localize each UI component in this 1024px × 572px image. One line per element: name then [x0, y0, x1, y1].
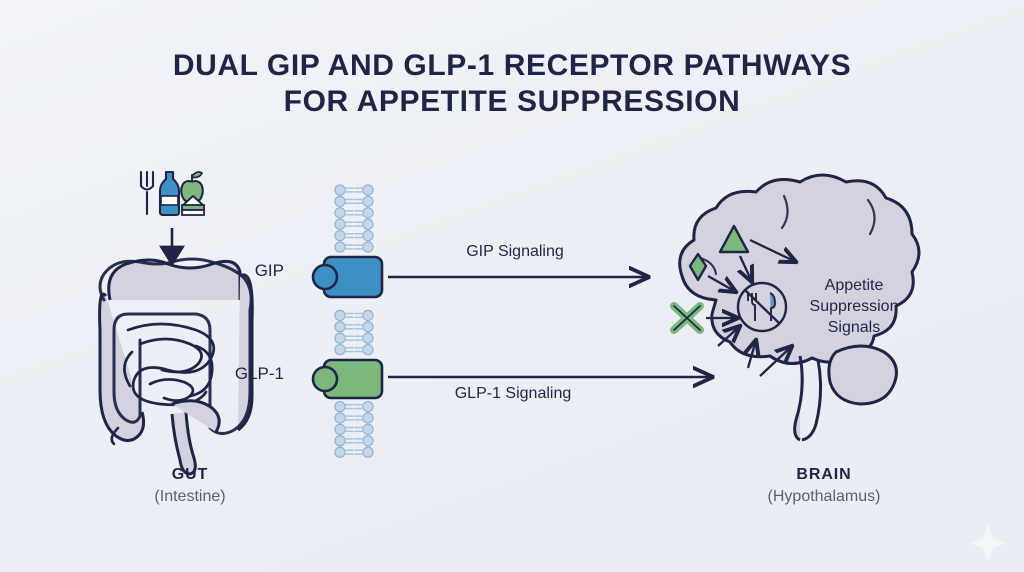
diamond-marker-icon	[688, 252, 708, 282]
brain-caption-sub: (Hypothalamus)	[767, 488, 881, 505]
lipid-head	[334, 435, 346, 447]
bottle-icon	[158, 170, 181, 217]
lipid-head	[362, 412, 374, 424]
intestine-illustration	[98, 257, 254, 476]
glp1-signaling-label: GLP-1 Signaling	[454, 385, 572, 402]
no-food-icon	[736, 281, 788, 333]
triangle-marker-icon	[718, 224, 750, 254]
lipid-head	[362, 332, 374, 344]
lipid-head	[334, 218, 346, 230]
gut-caption-title: GUT	[171, 466, 209, 483]
brain-text-line-3: Signals	[827, 319, 881, 336]
lipid-head	[334, 207, 346, 219]
lipid-head	[334, 229, 346, 242]
lipid-head	[334, 309, 346, 322]
lipid-head	[334, 195, 346, 208]
gut-caption-sub: (Intestine)	[154, 488, 226, 505]
lipid-head	[362, 309, 374, 322]
lipid-head	[362, 343, 374, 356]
food-intake-group	[139, 170, 205, 267]
lipid-head	[334, 446, 346, 458]
brain-text-line-2: Suppression	[809, 298, 899, 315]
title-line-2: FOR APPETITE SUPPRESSION	[283, 85, 741, 118]
lipid-head	[334, 423, 346, 436]
sparkle-watermark-icon	[969, 524, 1007, 562]
brain-caption: BRAIN (Hypothalamus)	[688, 466, 960, 506]
lipid-head	[334, 412, 346, 424]
glp1-receptor[interactable]	[311, 358, 384, 400]
gip-receptor[interactable]	[311, 255, 384, 299]
brain-internal-arrows	[706, 238, 796, 377]
lipid-head	[362, 184, 374, 196]
lipid-head	[362, 435, 374, 447]
lipid-head	[334, 241, 346, 253]
gip-ligand-circle-icon	[311, 263, 339, 291]
appetite-suppression-text: Appetite Suppression Signals	[790, 275, 918, 338]
brain-text-line-1: Appetite	[824, 277, 884, 294]
glp1-ligand-circle-icon	[311, 365, 339, 393]
lipid-head	[362, 400, 374, 413]
lipid-head	[334, 332, 346, 344]
lipid-head	[362, 229, 374, 242]
lipid-head	[334, 184, 346, 196]
lipid-head	[362, 207, 374, 219]
brain-illustration	[670, 173, 921, 442]
gut-caption: GUT (Intestine)	[72, 466, 308, 506]
glp1-receptor-label: GLP-1	[234, 364, 284, 383]
lipid-head	[362, 423, 374, 436]
lipid-head	[334, 321, 346, 333]
gip-receptor-label: GIP	[254, 261, 284, 280]
page-title: DUAL GIP AND GLP-1 RECEPTOR PATHWAYS FOR…	[0, 48, 1024, 120]
lipid-head	[334, 400, 346, 413]
lipid-head	[362, 195, 374, 208]
lipid-head	[362, 241, 374, 253]
lipid-head	[362, 218, 374, 230]
phospholipid-bilayer	[334, 184, 374, 458]
gip-signaling-label: GIP Signaling	[466, 243, 564, 260]
title-line-1: DUAL GIP AND GLP-1 RECEPTOR PATHWAYS	[172, 49, 852, 82]
sandwich-icon	[181, 195, 205, 216]
lipid-head	[362, 446, 374, 458]
lipid-head	[362, 321, 374, 333]
lipid-head	[334, 343, 346, 356]
fork-icon	[139, 170, 155, 216]
brain-caption-title: BRAIN	[796, 466, 852, 483]
